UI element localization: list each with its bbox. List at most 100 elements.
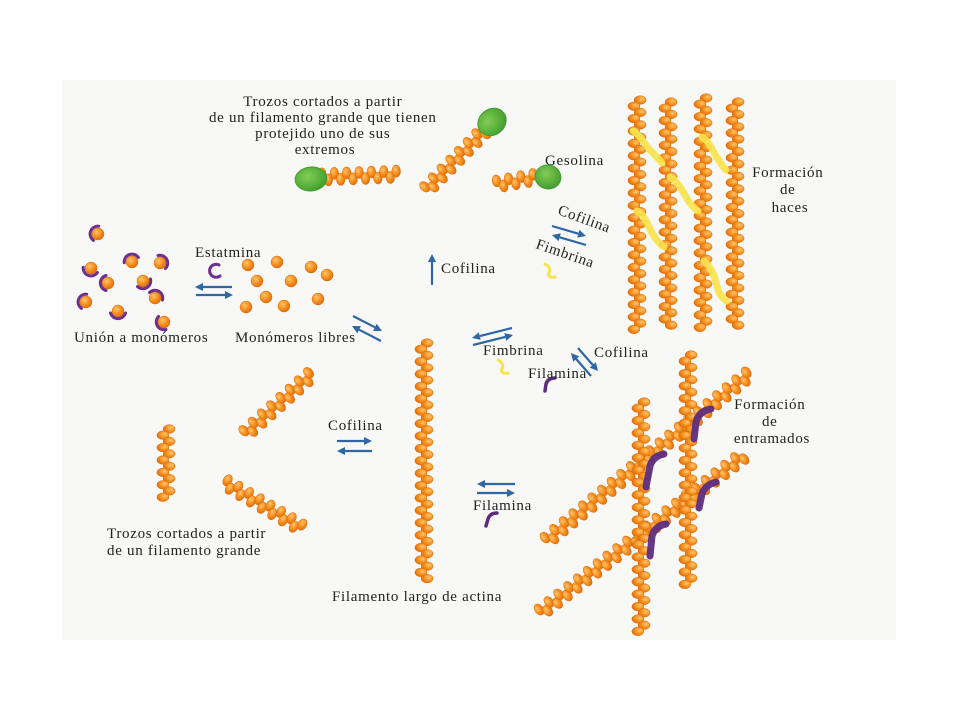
actin-monomer (658, 103, 672, 113)
actin-monomer (684, 573, 698, 583)
bound-actin-monomer (111, 304, 125, 318)
actin-monomer (699, 180, 713, 190)
actin-monomer (678, 517, 692, 527)
actin-monomer (627, 300, 641, 310)
actin-monomer (678, 381, 692, 391)
actin-monomer (420, 561, 434, 571)
gesolina-cap-right (534, 164, 562, 190)
actin-monomer (562, 589, 573, 602)
actin-monomer (267, 508, 278, 520)
actin-monomer (678, 493, 692, 503)
actin-monomer (693, 248, 707, 258)
actin-monomer (582, 566, 594, 578)
actin-monomer (539, 531, 551, 544)
actin-monomer (601, 559, 612, 571)
estatmina-bound (148, 288, 165, 302)
actin-monomer (731, 97, 745, 107)
actin-monomer (622, 535, 633, 548)
actin-monomer (637, 496, 651, 506)
fimbrina-arrow-2 (472, 333, 513, 347)
actin-monomer (664, 221, 678, 231)
actin-monomer (631, 490, 645, 500)
actin-monomer (725, 202, 739, 212)
estatmina-bound (122, 252, 140, 265)
actin-monomer (156, 480, 170, 490)
actin-monomer (420, 437, 434, 447)
actin-monomer (627, 188, 641, 198)
actin-monomer (664, 233, 678, 243)
label-cofilina-fragments: Cofilina (328, 418, 383, 434)
actin-monomer (420, 474, 434, 484)
actin-monomer (586, 501, 598, 513)
actin-monomer (354, 166, 364, 179)
actin-monomer (631, 602, 645, 612)
actin-monomer (420, 400, 434, 410)
actin-monomer (693, 285, 707, 295)
actin-monomer (414, 493, 428, 503)
label-filamina-lower: Filamina (473, 498, 532, 514)
actin-monomer (420, 388, 434, 398)
capped-filament-horizontal (317, 164, 401, 187)
actin-monomer (428, 181, 440, 193)
filamina-crosslink (646, 520, 670, 560)
actin-monomer (699, 93, 713, 103)
actin-monomer (288, 520, 299, 533)
actin-monomer (633, 244, 647, 254)
actin-monomer (637, 571, 651, 581)
actin-monomer (684, 511, 698, 521)
actin-monomer (266, 400, 277, 412)
actin-monomer (658, 190, 672, 200)
arrow-head (352, 326, 361, 334)
actin-monomer (637, 434, 651, 444)
actin-monomer (637, 509, 651, 519)
actin-monomer (720, 391, 732, 403)
actin-monomer (731, 374, 742, 386)
actin-monomer (699, 192, 713, 202)
actin-monomer (699, 279, 713, 289)
arrow-head (577, 229, 586, 238)
arrow-shaft (352, 315, 376, 329)
actin-filaments (156, 93, 752, 636)
actin-monomer (725, 128, 739, 138)
fimbrina-crosslink (633, 207, 668, 251)
actin-monomer (633, 194, 647, 204)
actin-monomer (504, 172, 514, 186)
label-cofilina-network: Cofilina (594, 345, 649, 361)
actin-monomer (664, 283, 678, 293)
actin-monomer (162, 424, 176, 434)
actin-monomer (558, 516, 570, 528)
actin-monomer (420, 512, 434, 522)
fimbrina-arrow-1 (472, 326, 513, 340)
actin-monomer (454, 154, 466, 166)
bundle-arrow-2 (552, 233, 587, 247)
actin-monomer (730, 383, 742, 395)
actin-monomer (637, 595, 651, 605)
label-line: Formación (734, 397, 805, 413)
actin-monomer (605, 485, 617, 497)
actin-monomer (633, 95, 647, 105)
actin-monomer (693, 223, 707, 233)
actin-monomer (693, 322, 707, 332)
actin-monomer (637, 447, 651, 457)
actin-monomer (436, 172, 448, 184)
actin-monomer (721, 382, 733, 394)
actin-monomer (699, 118, 713, 128)
actin-monomer (725, 227, 739, 237)
actin-monomer (693, 149, 707, 159)
actin-monomer (678, 468, 692, 478)
actin-monomer (414, 567, 428, 577)
actin-monomer (302, 375, 314, 388)
actin-monomer (428, 172, 439, 184)
actin-monomer (664, 209, 678, 219)
actin-monomer (627, 324, 641, 334)
actin-monomer (740, 366, 752, 378)
actin-monomer (633, 231, 647, 241)
actin-monomer (491, 174, 502, 188)
actin-monomer (658, 302, 672, 312)
actin-monomer (730, 452, 741, 464)
actin-monomer (557, 524, 569, 537)
actin-monomer (658, 314, 672, 324)
actin-monomer (631, 465, 645, 475)
actin-monomer (725, 240, 739, 250)
